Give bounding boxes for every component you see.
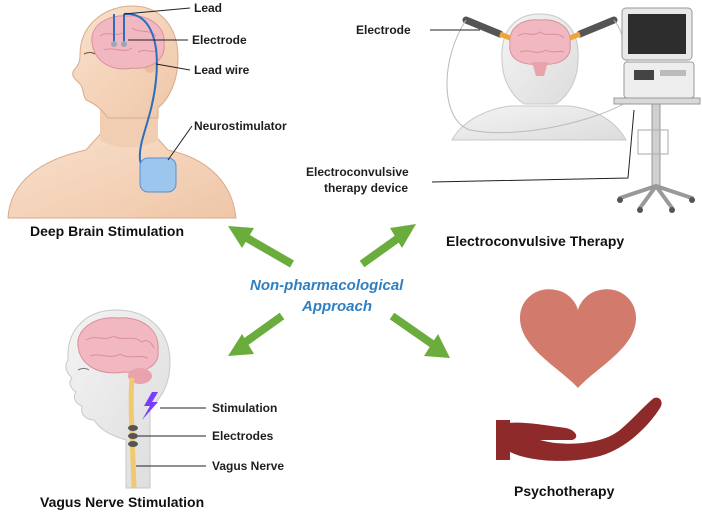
- vns-label-vagus-nerve: Vagus Nerve: [212, 459, 284, 473]
- dbs-eye: [83, 51, 96, 55]
- dbs-title: Deep Brain Stimulation: [30, 223, 184, 239]
- ect-title: Electroconvulsive Therapy: [446, 233, 624, 249]
- ect-brain: [509, 19, 571, 65]
- ect-illustration: [430, 7, 701, 213]
- ect-paddle-left-tip: [499, 31, 511, 41]
- vns-illustration: [65, 309, 206, 489]
- vns-brain: [77, 317, 159, 374]
- vns-vagus-nerve: [128, 377, 137, 489]
- hand-icon: [500, 397, 662, 461]
- vns-label-stimulation: Stimulation: [212, 401, 277, 415]
- ect-brainstem: [532, 62, 548, 76]
- arrow-to-vns: [228, 312, 285, 356]
- ect-cart-pole: [651, 103, 661, 187]
- ect-wheel: [669, 207, 675, 213]
- arrows: [228, 224, 450, 358]
- ect-device-display: [634, 70, 654, 80]
- ect-leader-device: [431, 109, 635, 183]
- dbs-label-lead: Lead: [194, 1, 222, 15]
- dbs-label-neurostimulator: Neurostimulator: [194, 119, 287, 133]
- ect-device-panel: [660, 70, 686, 76]
- arrow-to-dbs: [228, 226, 294, 268]
- ect-label-device-line2: therapy device: [324, 181, 408, 195]
- ect-monitor-screen: [628, 14, 686, 54]
- heart-icon: [520, 289, 636, 388]
- ect-wheel: [617, 197, 623, 203]
- ect-shoulders: [451, 105, 627, 141]
- vns-label-electrodes: Electrodes: [212, 429, 274, 443]
- dbs-brain: [91, 15, 165, 70]
- ect-cable-left: [446, 19, 631, 134]
- psychotherapy-title: Psychotherapy: [514, 483, 615, 499]
- ect-wheel: [637, 207, 643, 213]
- vns-electrode: [128, 433, 138, 439]
- dbs-label-lead-wire: Lead wire: [194, 63, 250, 77]
- vns-electrode: [128, 425, 138, 431]
- vns-eye: [77, 368, 90, 371]
- ect-paddle-right: [576, 16, 618, 38]
- ect-cart-legs: [618, 184, 694, 210]
- vns-lightning-icon: [142, 392, 158, 420]
- center-text-line2: Approach: [301, 298, 372, 315]
- ect-wheel: [689, 197, 695, 203]
- dbs-electrode-dot: [121, 41, 127, 47]
- ect-paddle-right-tip: [569, 31, 581, 41]
- dbs-label-electrode: Electrode: [192, 33, 247, 47]
- vns-title: Vagus Nerve Stimulation: [40, 494, 204, 510]
- dbs-electrode-dot: [111, 41, 117, 47]
- vns-brain-folds: [85, 335, 155, 359]
- ect-label-electrode: Electrode: [356, 23, 411, 37]
- dbs-illustration: [7, 5, 237, 219]
- dbs-leader-wire: [155, 63, 191, 71]
- psychotherapy-illustration: [496, 289, 662, 461]
- ect-label-device-line1: Electroconvulsive: [306, 165, 409, 179]
- arrow-to-psychotherapy: [389, 312, 450, 358]
- dbs-leader-lead: [123, 7, 191, 15]
- arrow-to-ect: [359, 224, 416, 268]
- ect-cart-basket: [637, 129, 669, 155]
- hand-cuff: [496, 420, 510, 460]
- dbs-brain-folds: [99, 27, 159, 53]
- dbs-neurostimulator: [139, 157, 177, 193]
- ect-brain-folds: [517, 31, 565, 53]
- ect-cart-shelf: [613, 97, 701, 105]
- vns-electrode: [128, 441, 138, 447]
- ect-paddle-left: [462, 16, 504, 38]
- center-text-line1: Non-pharmacological: [250, 277, 404, 294]
- dbs-leader-neuro: [167, 125, 193, 161]
